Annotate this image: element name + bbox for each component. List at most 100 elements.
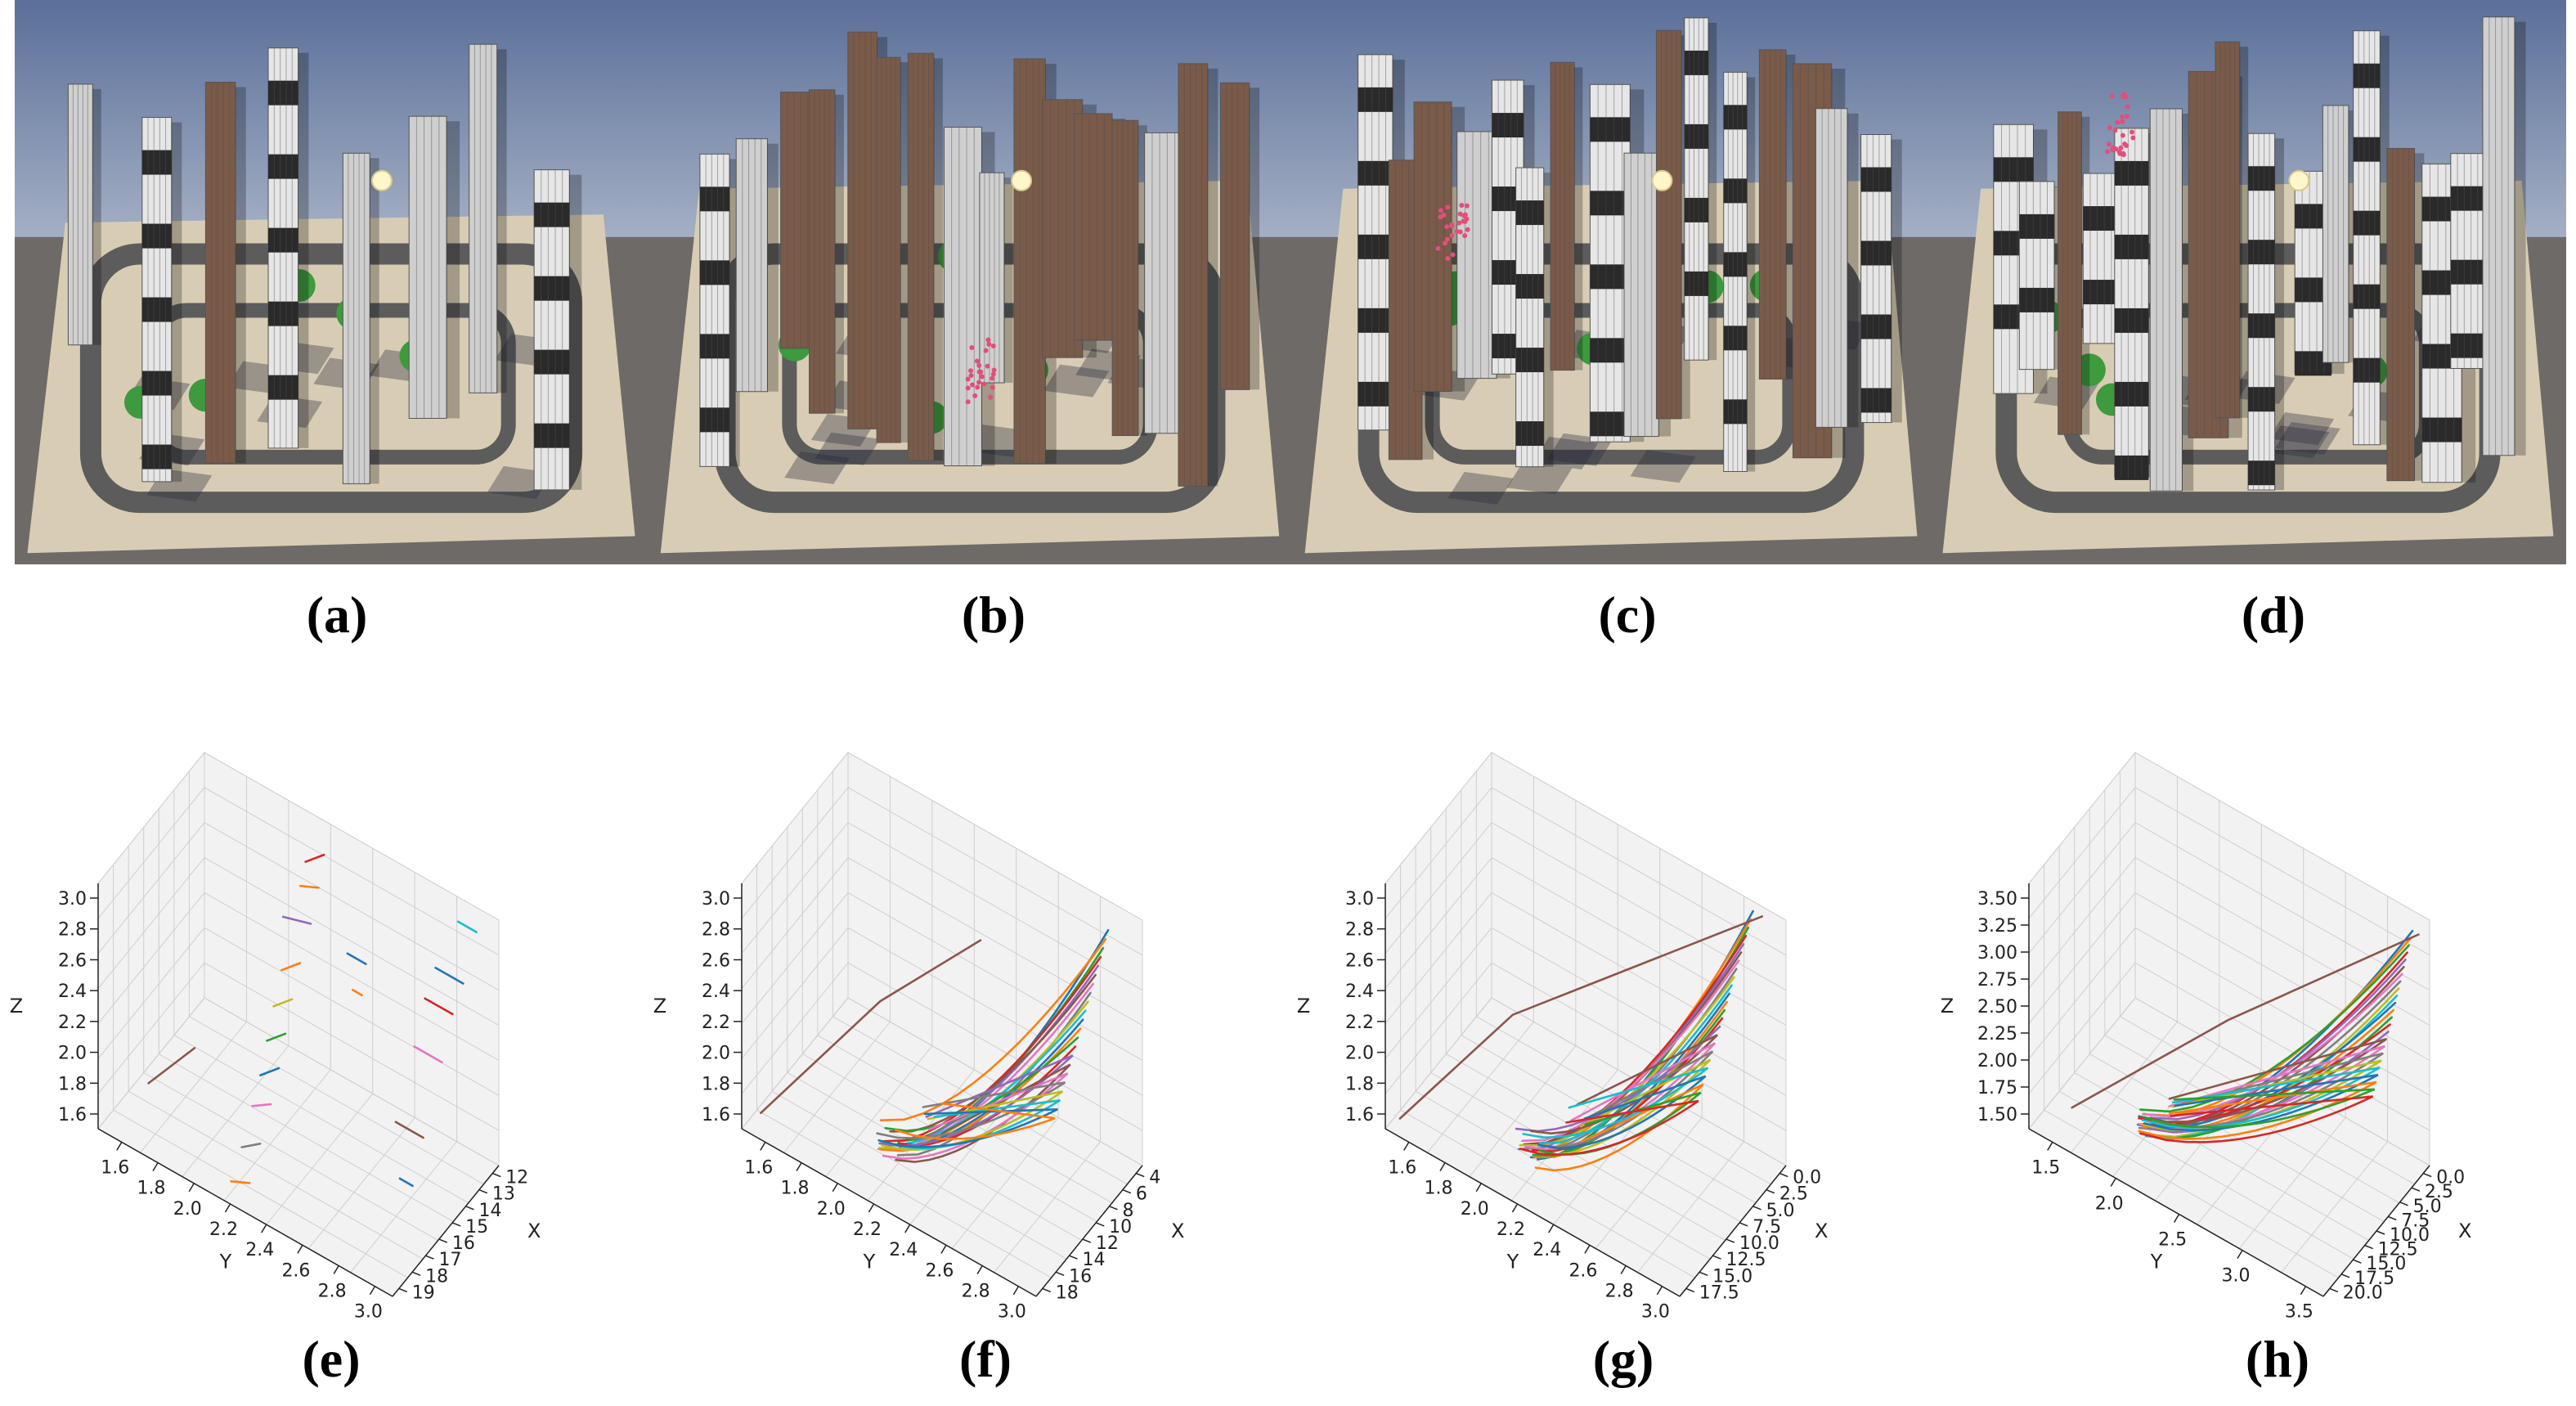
drone-particle bbox=[986, 341, 992, 347]
grid-line bbox=[143, 1071, 438, 1241]
grid-line bbox=[350, 1141, 457, 1273]
tower bbox=[2082, 173, 2119, 344]
tower-band bbox=[699, 407, 730, 433]
drone-particle bbox=[2116, 149, 2122, 155]
grid-line bbox=[2134, 962, 2430, 1131]
tower-band bbox=[2450, 259, 2485, 285]
y-tick bbox=[369, 1286, 376, 1296]
y-tick bbox=[2110, 1178, 2116, 1187]
grid-line bbox=[1430, 1071, 1726, 1241]
y-tick-label: 3.0 bbox=[1641, 1302, 1670, 1323]
tower-band bbox=[2019, 287, 2055, 312]
tower-band bbox=[1358, 308, 1393, 333]
grid-line bbox=[2134, 857, 2430, 1026]
ring-road bbox=[79, 243, 583, 514]
drone-particle bbox=[1450, 252, 1456, 258]
drone-particle bbox=[978, 369, 984, 375]
building-shadow bbox=[1630, 450, 1696, 483]
y-tick bbox=[1656, 1286, 1663, 1296]
tower-band bbox=[1358, 87, 1393, 112]
tower-band bbox=[1358, 381, 1393, 407]
y-tick-label: 2.6 bbox=[1568, 1260, 1597, 1281]
z-axis-label: Z bbox=[10, 995, 23, 1017]
tower-side bbox=[2274, 138, 2285, 491]
tower bbox=[1655, 29, 1682, 420]
x-tick bbox=[478, 1189, 488, 1194]
y-tick-label: 2.8 bbox=[1605, 1282, 1634, 1302]
trajectory-6 bbox=[889, 973, 1097, 1133]
x-tick-label: 10.0 bbox=[2390, 1225, 2430, 1246]
drone-particle bbox=[1444, 224, 1450, 230]
x-tick bbox=[425, 1255, 434, 1260]
x-tick bbox=[1779, 1172, 1788, 1178]
tower-band bbox=[1684, 124, 1709, 149]
drone-particle bbox=[2119, 114, 2125, 119]
grid-line bbox=[1384, 892, 1492, 1024]
building-shadow bbox=[784, 451, 850, 484]
y-tick bbox=[1403, 1142, 1410, 1151]
grid-line bbox=[2028, 892, 2136, 1024]
grid-line bbox=[847, 892, 1143, 1061]
y-tick-label: 2.5 bbox=[2158, 1230, 2187, 1251]
drone-particle bbox=[983, 348, 989, 353]
grid-line bbox=[1384, 962, 1492, 1094]
drone-particle bbox=[1445, 255, 1451, 261]
grid-line bbox=[1384, 857, 1492, 989]
tower-band bbox=[1723, 178, 1748, 204]
drone-particle bbox=[965, 385, 971, 391]
drone-particle bbox=[985, 363, 990, 369]
tower bbox=[1013, 58, 1046, 465]
tower-band bbox=[534, 276, 570, 301]
x-tick bbox=[2411, 1187, 2421, 1192]
grid-line bbox=[2074, 1071, 2369, 1241]
y-tick bbox=[1511, 1203, 1519, 1213]
trajectory-21 bbox=[1537, 1075, 1707, 1150]
tower-side bbox=[1847, 113, 1859, 428]
caption-a: (a) bbox=[306, 586, 368, 644]
drone-particle bbox=[2130, 135, 2136, 141]
x-tick-label: 5.0 bbox=[2413, 1197, 2442, 1217]
y-axis-line bbox=[97, 1128, 393, 1297]
tower-band bbox=[1723, 326, 1748, 351]
x-tick-label: 17.5 bbox=[1699, 1282, 1739, 1303]
grid-line bbox=[1491, 892, 1787, 1061]
grid-line bbox=[2058, 1090, 2354, 1260]
tower bbox=[2322, 105, 2349, 363]
y-tick bbox=[1584, 1244, 1591, 1254]
grid-line bbox=[97, 962, 205, 1094]
x-tick bbox=[1766, 1189, 1775, 1194]
grid-line bbox=[1415, 1090, 1711, 1260]
tower bbox=[2114, 128, 2149, 478]
tower-side bbox=[298, 52, 309, 448]
tower-band bbox=[534, 349, 570, 375]
z-tick-label: 2.2 bbox=[702, 1013, 730, 1033]
y-tick-label: 2.0 bbox=[817, 1199, 846, 1220]
z-tick-label: 3.25 bbox=[1977, 916, 2017, 937]
tower-band bbox=[1684, 197, 1709, 222]
x-tick bbox=[1082, 1238, 1092, 1243]
tower-band bbox=[268, 301, 298, 326]
city-scene-b bbox=[648, 0, 1292, 564]
x-tick-label: 16 bbox=[452, 1233, 475, 1254]
tower-band bbox=[2353, 63, 2381, 88]
tower-side bbox=[1543, 173, 1554, 467]
z-tick-label: 2.4 bbox=[1345, 982, 1374, 1002]
tower-side bbox=[171, 122, 182, 482]
trajectory-5 bbox=[882, 964, 1099, 1147]
y-tick-label: 3.0 bbox=[2222, 1266, 2251, 1287]
y-tick bbox=[188, 1183, 195, 1193]
drone-particle bbox=[979, 374, 985, 380]
x-tick bbox=[1685, 1287, 1695, 1293]
tower-side bbox=[92, 88, 101, 345]
y-tick bbox=[1620, 1265, 1627, 1274]
y-tick-label: 1.6 bbox=[1388, 1157, 1416, 1178]
z-tick-label: 2.2 bbox=[1345, 1013, 1374, 1033]
y-axis-label: Y bbox=[2150, 1250, 2163, 1273]
trajectory-16 bbox=[251, 1103, 272, 1107]
y-tick-label: 1.8 bbox=[781, 1179, 810, 1199]
x-tick-label: 12 bbox=[1096, 1233, 1119, 1254]
y-tick-label: 3.5 bbox=[2285, 1302, 2313, 1323]
tower-side bbox=[1138, 125, 1147, 436]
tower-side bbox=[900, 62, 909, 443]
